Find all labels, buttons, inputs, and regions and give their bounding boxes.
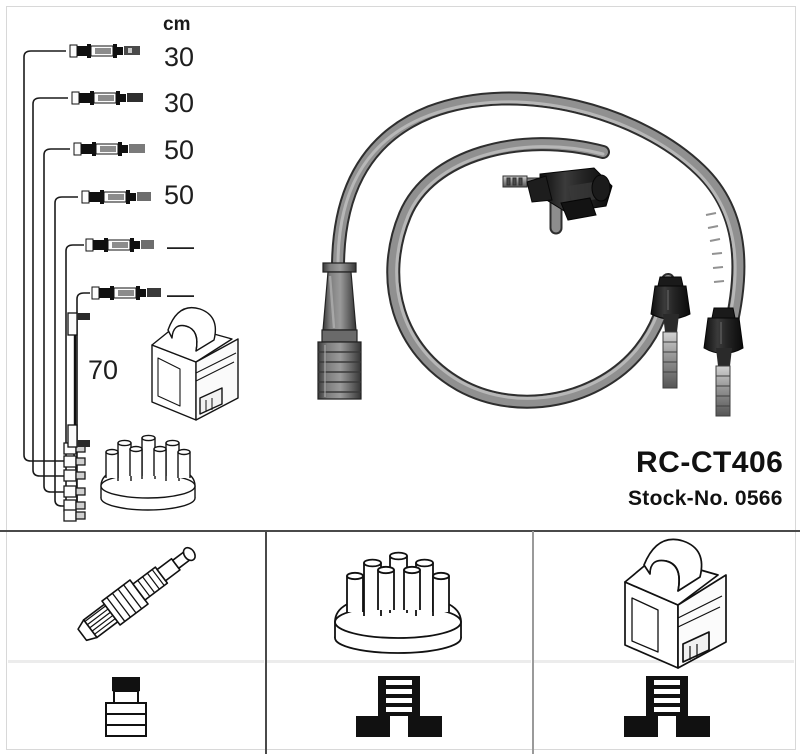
photo-coil-connector	[502, 167, 613, 221]
legend-panel-2-inner-line	[267, 660, 531, 663]
coil-terminal-icon	[624, 676, 710, 737]
legend-top-divider	[0, 530, 800, 532]
schematic-branch-corner-1	[23, 50, 66, 58]
cable-length-label-3: 50	[164, 135, 195, 165]
distributor-terminal-icon	[356, 676, 442, 737]
schematic-distributor-cap	[100, 434, 196, 511]
schematic-branch-corner-2	[32, 97, 68, 105]
photo-cable-print-markings	[705, 212, 725, 283]
cable-length-label-1: 30	[164, 42, 195, 72]
stock-number-label: Stock-No. 0566	[628, 487, 783, 510]
ignition-coil-icon	[624, 538, 727, 669]
photo-boot-right-inner	[650, 276, 691, 389]
legend-divider-right	[532, 531, 534, 754]
photo-boot-right-outer	[703, 307, 744, 417]
schematic-cable-branches	[23, 50, 90, 514]
photo-cable-loop	[386, 137, 675, 409]
schematic-branch-corner-6	[76, 292, 90, 300]
cable-length-label-5: —	[167, 231, 194, 261]
frame-left-border	[6, 6, 7, 750]
spark-plug-terminal-icon	[105, 677, 147, 737]
frame-bottom-border	[6, 749, 796, 750]
cable-length-label-6: —	[167, 279, 194, 309]
photo-spark-plug-boot	[317, 262, 362, 400]
schematic-bundle-terminals	[63, 442, 86, 522]
unit-header-label: cm	[163, 14, 191, 35]
spark-plug-icon	[77, 546, 196, 642]
frame-right-border	[795, 6, 796, 750]
schematic-connector-clusters	[69, 44, 161, 300]
schematic-connector-1	[69, 44, 140, 58]
cable-length-label-2: 30	[164, 88, 195, 118]
schematic-connector-3	[73, 142, 145, 156]
schematic-branch-corner-5	[65, 244, 84, 252]
schematic-branch-corner-4	[54, 196, 78, 204]
photo-cable-long	[331, 91, 746, 337]
schematic-connector-5	[85, 238, 154, 252]
coil-lead-length-label: 70	[88, 355, 119, 385]
legend-divider-left	[265, 531, 267, 754]
schematic-coil-lead	[67, 312, 90, 448]
schematic-branch-corner-3	[43, 148, 70, 156]
frame-top-border	[6, 6, 796, 7]
schematic-connector-4	[81, 190, 151, 204]
page-title: RC-CT406	[636, 446, 784, 479]
distributor-cap-icon	[334, 551, 462, 654]
cable-length-label-4: 50	[164, 180, 195, 210]
schematic-connector-2	[71, 91, 143, 105]
schematic-ignition-coil	[151, 306, 239, 421]
legend-panel-1-inner-line	[8, 660, 264, 663]
schematic-connector-6	[91, 286, 161, 300]
